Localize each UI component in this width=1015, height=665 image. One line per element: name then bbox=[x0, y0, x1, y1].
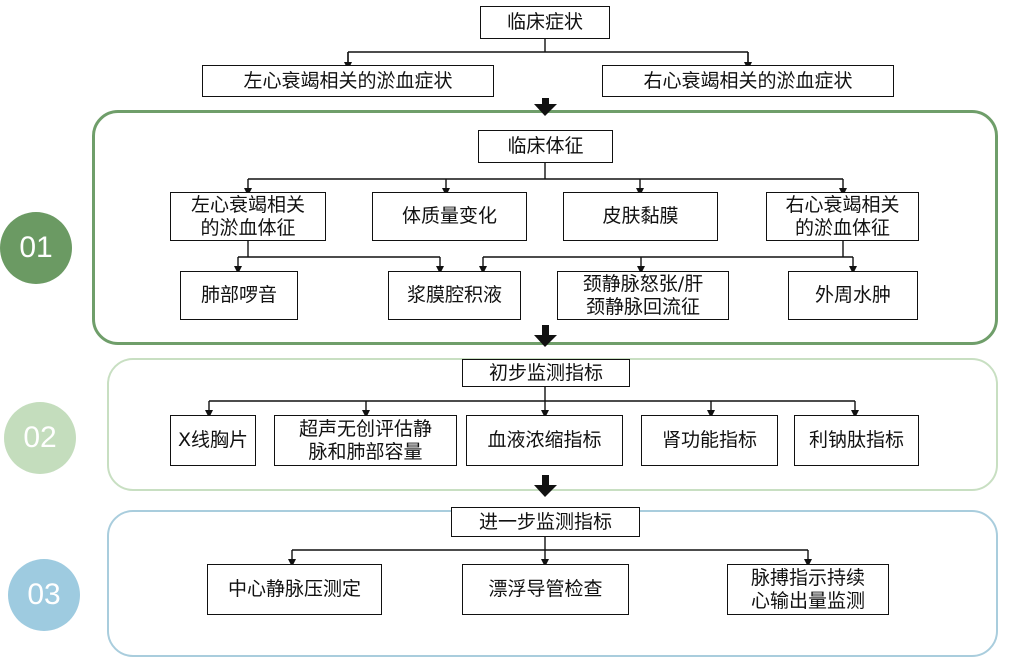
right-hf-signs-box: 右心衰竭相关 的淤血体征 bbox=[766, 192, 919, 241]
initial-monitoring-box: 初步监测指标 bbox=[462, 359, 630, 387]
hemoconcentration-box: 血液浓缩指标 bbox=[466, 415, 623, 466]
ultrasound-volume-box: 超声无创评估静 脉和肺部容量 bbox=[274, 415, 457, 466]
weight-change-box: 体质量变化 bbox=[372, 192, 527, 241]
picco-monitoring-box: 脉搏指示持续 心输出量监测 bbox=[727, 564, 889, 615]
clinical-symptoms-box: 临床症状 bbox=[480, 6, 610, 39]
further-monitoring-box: 进一步监测指标 bbox=[451, 507, 640, 537]
clinical-signs-box: 临床体征 bbox=[478, 130, 613, 163]
central-venous-pressure-box: 中心静脉压测定 bbox=[207, 564, 382, 615]
right-hf-symptoms-box: 右心衰竭相关的淤血症状 bbox=[602, 65, 894, 97]
renal-function-box: 肾功能指标 bbox=[641, 415, 778, 466]
section3-badge: 03 bbox=[8, 559, 80, 631]
serous-effusion-box: 浆膜腔积液 bbox=[388, 271, 521, 320]
left-hf-symptoms-box: 左心衰竭相关的淤血症状 bbox=[202, 65, 494, 97]
jugular-distension-box: 颈静脉怒张/肝 颈静脉回流征 bbox=[557, 271, 729, 320]
peripheral-edema-box: 外周水肿 bbox=[788, 271, 918, 320]
left-hf-signs-box: 左心衰竭相关 的淤血体征 bbox=[170, 192, 326, 241]
swan-ganz-catheter-box: 漂浮导管检查 bbox=[462, 564, 629, 615]
natriuretic-peptide-box: 利钠肽指标 bbox=[794, 415, 919, 466]
skin-mucosa-box: 皮肤黏膜 bbox=[563, 192, 718, 241]
pulmonary-rales-box: 肺部啰音 bbox=[180, 271, 298, 320]
section2-badge: 02 bbox=[4, 402, 76, 474]
chest-xray-box: X线胸片 bbox=[170, 415, 256, 466]
section1-badge: 01 bbox=[0, 212, 72, 284]
